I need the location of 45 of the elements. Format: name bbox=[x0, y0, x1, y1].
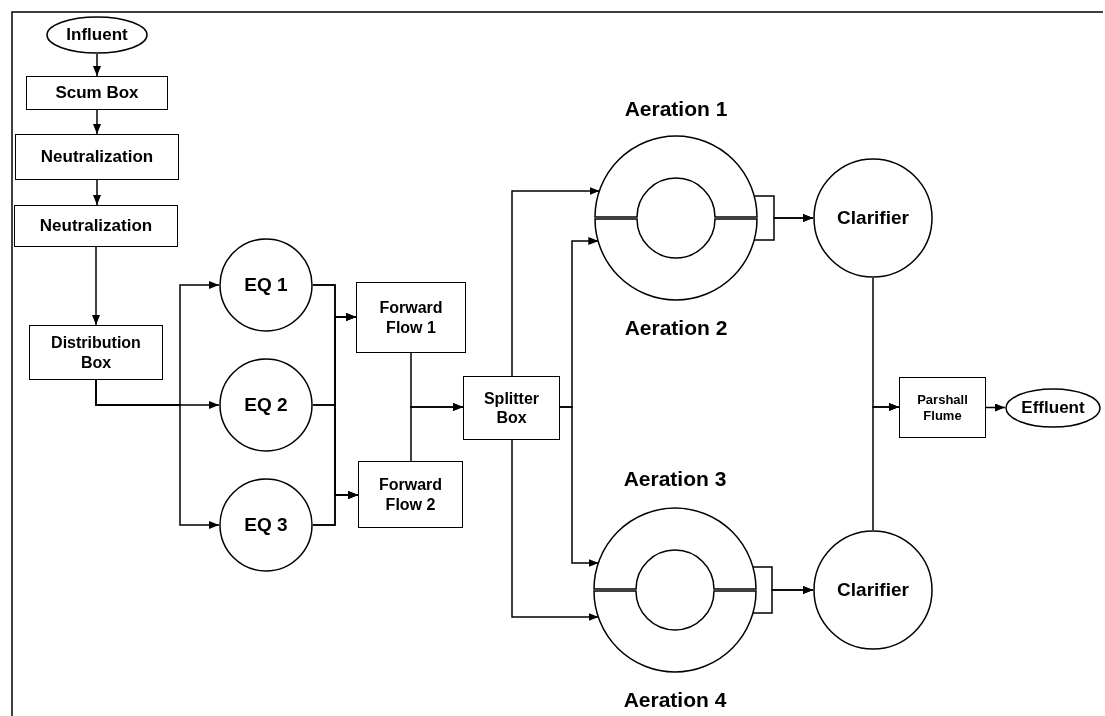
tank-circle bbox=[219, 238, 313, 332]
node-label: Forward Flow 1 bbox=[378, 298, 444, 337]
node-label: Scum Box bbox=[55, 82, 139, 104]
node-label: Influent bbox=[66, 24, 128, 46]
node-label: EQ 3 bbox=[244, 513, 288, 537]
flow-arrow bbox=[511, 439, 600, 621]
flow-arrow bbox=[985, 403, 1006, 412]
node-label: Clarifier bbox=[837, 578, 909, 602]
flow-arrow bbox=[753, 214, 814, 241]
process-box bbox=[15, 134, 179, 180]
node-label: Distribution Box bbox=[50, 333, 142, 372]
tank-circle bbox=[813, 158, 933, 278]
node-label: Parshall Flume bbox=[916, 391, 969, 424]
flow-arrow bbox=[872, 403, 900, 531]
flow-arrow bbox=[93, 109, 101, 135]
process-box bbox=[463, 376, 560, 440]
node-label: Effluent bbox=[1021, 397, 1085, 419]
terminal-ellipse bbox=[46, 16, 148, 54]
process-box bbox=[14, 205, 178, 247]
node-label: Forward Flow 2 bbox=[377, 475, 444, 514]
flow-arrow bbox=[92, 246, 100, 326]
flow-arrow bbox=[93, 53, 101, 77]
node-label: Neutralization bbox=[39, 215, 153, 237]
terminal-ellipse bbox=[1005, 388, 1101, 428]
process-box bbox=[356, 282, 466, 353]
flow-arrow bbox=[95, 379, 220, 529]
basin-label: Aeration 4 bbox=[622, 688, 728, 712]
tank-circle bbox=[219, 478, 313, 572]
flow-arrow bbox=[410, 403, 464, 462]
node-label: Clarifier bbox=[837, 206, 909, 230]
node-label: EQ 2 bbox=[244, 393, 288, 417]
process-box bbox=[358, 461, 463, 528]
tank-circle bbox=[219, 358, 313, 452]
tank-circle bbox=[813, 530, 933, 650]
node-label: Splitter Box bbox=[482, 388, 541, 428]
node-label: EQ 1 bbox=[244, 273, 288, 297]
flow-arrow bbox=[93, 179, 101, 206]
basin-label: Aeration 1 bbox=[623, 97, 729, 121]
process-box bbox=[899, 377, 986, 438]
process-box bbox=[26, 76, 168, 110]
node-label: Neutralization bbox=[40, 146, 154, 168]
basin-label: Aeration 2 bbox=[623, 316, 729, 340]
process-box bbox=[29, 325, 163, 380]
basin-label: Aeration 3 bbox=[622, 467, 728, 491]
flow-arrow bbox=[312, 491, 359, 526]
